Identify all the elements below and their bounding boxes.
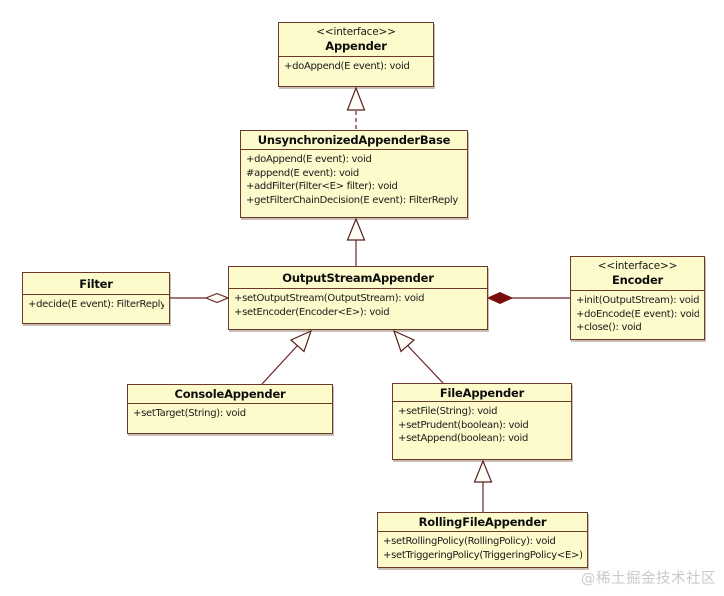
- generalization-rollingfileappender-to-fileappender: [473, 459, 493, 512]
- method: +setRollingPolicy(RollingPolicy): void: [383, 536, 556, 547]
- method: +decide(E event): FilterReply: [28, 299, 164, 310]
- method: +setPrudent(boolean): void: [398, 419, 529, 431]
- realization-unsynchronizedappenderbase-to-appender: [346, 86, 366, 130]
- class-outputstreamappender: OutputStreamAppender +setOutputStream(Ou…: [228, 266, 488, 330]
- method: +addFilter(Filter<E> filter): void: [246, 181, 398, 192]
- method: +doAppend(E event): void: [246, 154, 372, 165]
- class-encoder: <<interface>> Encoder +init(OutputStream…: [570, 256, 705, 340]
- class-rollingfileappender-header: RollingFileAppender: [378, 513, 587, 531]
- aggregation-outputstreamappender-filter: [170, 292, 230, 304]
- generalization-outputstreamappender-to-unsynchronizedappenderbase: [346, 217, 366, 266]
- method: +getFilterChainDecision(E event): Filter…: [246, 194, 458, 206]
- class-rollingfileappender: RollingFileAppender +setRollingPolicy(Ro…: [377, 512, 588, 568]
- class-appender: <<interface>> Appender +doAppend(E event…: [278, 22, 434, 87]
- class-filter-name: Filter: [79, 276, 113, 291]
- method: +doEncode(E event): void: [576, 308, 699, 320]
- class-fileappender-name: FileAppender: [439, 385, 525, 400]
- generalization-fileappender-to-outputstreamappender: [392, 329, 444, 384]
- class-rollingfileappender-methods: +setRollingPolicy(RollingPolicy): void +…: [378, 531, 587, 564]
- class-unsynchronizedappenderbase-header: UnsynchronizedAppenderBase: [241, 131, 467, 149]
- generalization-consoleappender-to-outputstreamappender: [261, 329, 313, 385]
- class-outputstreamappender-methods: +setOutputStream(OutputStream): void +se…: [229, 288, 487, 321]
- class-outputstreamappender-header: OutputStreamAppender: [229, 267, 487, 288]
- class-rollingfileappender-name: RollingFileAppender: [418, 515, 547, 529]
- class-fileappender-header: FileAppender: [393, 384, 571, 401]
- class-appender-name: Appender: [325, 39, 387, 53]
- method: +init(OutputStream): void: [576, 295, 699, 306]
- class-consoleappender-header: ConsoleAppender: [128, 385, 332, 403]
- watermark: @稀土掘金技术社区: [581, 571, 716, 587]
- method: +close(): void: [576, 322, 642, 333]
- class-encoder-header: <<interface>> Encoder: [571, 257, 704, 290]
- method: +setAppend(boolean): void: [398, 433, 529, 444]
- method: +setTarget(String): void: [133, 408, 246, 419]
- composition-outputstreamappender-encoder: [486, 291, 570, 305]
- class-filter-header: Filter: [23, 273, 169, 294]
- class-filter-methods: +decide(E event): FilterReply: [23, 294, 169, 314]
- class-consoleappender-name: ConsoleAppender: [174, 387, 286, 401]
- class-unsynchronizedappenderbase-name: UnsynchronizedAppenderBase: [257, 133, 451, 147]
- class-unsynchronizedappenderbase: UnsynchronizedAppenderBase +doAppend(E e…: [240, 130, 468, 218]
- class-encoder-stereotype: <<interface>>: [597, 260, 678, 272]
- class-fileappender: FileAppender +setFile(String): void +set…: [392, 383, 572, 460]
- class-outputstreamappender-name: OutputStreamAppender: [282, 270, 434, 285]
- method: +setFile(String): void: [398, 406, 498, 417]
- method: +setEncoder(Encoder<E>): void: [234, 306, 390, 318]
- method: +doAppend(E event): void: [284, 61, 410, 72]
- method: #append(E event): void: [246, 167, 359, 179]
- class-encoder-name: Encoder: [611, 273, 664, 287]
- class-appender-stereotype: <<interface>>: [316, 26, 396, 38]
- class-appender-methods: +doAppend(E event): void: [279, 56, 433, 76]
- class-filter: Filter +decide(E event): FilterReply: [22, 272, 170, 324]
- class-consoleappender-methods: +setTarget(String): void: [128, 403, 332, 423]
- class-consoleappender: ConsoleAppender +setTarget(String): void: [127, 384, 333, 434]
- method: +setOutputStream(OutputStream): void: [234, 293, 425, 304]
- class-unsynchronizedappenderbase-methods: +doAppend(E event): void #append(E event…: [241, 149, 467, 209]
- class-appender-header: <<interface>> Appender: [279, 23, 433, 56]
- method: +setTriggeringPolicy(TriggeringPolicy<E>…: [383, 549, 582, 561]
- class-encoder-methods: +init(OutputStream): void +doEncode(E ev…: [571, 290, 704, 337]
- class-fileappender-methods: +setFile(String): void +setPrudent(boole…: [393, 401, 571, 448]
